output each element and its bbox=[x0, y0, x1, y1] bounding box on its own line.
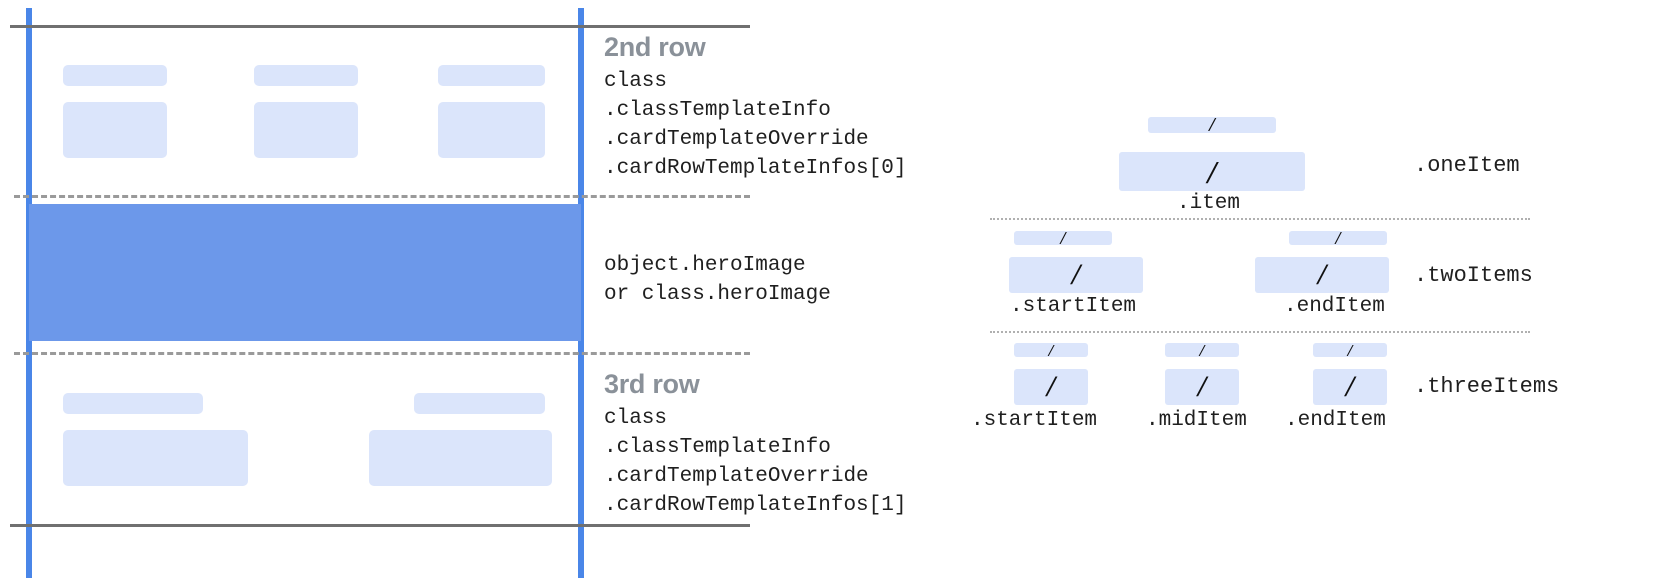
hero-image-band bbox=[29, 204, 581, 341]
three-items-end-top-bar: / bbox=[1313, 340, 1387, 360]
one-item-caption: .item bbox=[1177, 192, 1241, 215]
three-items-mid-top-slash-icon: / bbox=[1199, 340, 1205, 360]
three-items-start-top-bar: / bbox=[1014, 340, 1088, 360]
three-items-start-main-slash-icon: / bbox=[1046, 370, 1056, 403]
third-row-annotation: 3rd row class .classTemplateInfo .cardTe… bbox=[604, 369, 907, 520]
three-items-start-caption: .startItem bbox=[971, 409, 1098, 432]
one-item-row-label: .oneItem bbox=[1414, 153, 1520, 178]
card-top-rule bbox=[10, 25, 750, 28]
row-separator-bottom bbox=[14, 352, 750, 355]
two-items-end-caption: .endItem bbox=[1284, 295, 1385, 318]
two-items-start-main-box: / bbox=[1009, 257, 1143, 293]
third-row-code-line-3: .cardTemplateOverride bbox=[604, 464, 869, 488]
three-items-start-top-slash-icon: / bbox=[1048, 340, 1054, 360]
card-right-edge-guide bbox=[578, 8, 584, 578]
two-items-end-top-bar: / bbox=[1289, 228, 1387, 248]
three-items-start-main-box: / bbox=[1014, 369, 1088, 405]
one-item-main-slash-icon: / bbox=[1207, 153, 1217, 190]
third-row-code-line-2: .classTemplateInfo bbox=[604, 435, 831, 459]
third-row-code-line-1: class bbox=[604, 406, 668, 430]
cell-2-label-placeholder bbox=[254, 65, 358, 86]
three-items-end-main-slash-icon: / bbox=[1345, 370, 1355, 403]
one-item-top-slash-icon: / bbox=[1209, 114, 1215, 136]
one-item-main-box: / bbox=[1119, 152, 1305, 191]
row-separator-top bbox=[14, 195, 750, 198]
cell-2-value-placeholder bbox=[254, 102, 358, 158]
second-row-annotation: 2nd row class .classTemplateInfo .cardTe… bbox=[604, 32, 907, 183]
second-row-code-line-3: .cardTemplateOverride bbox=[604, 127, 869, 151]
three-items-mid-main-box: / bbox=[1165, 369, 1239, 405]
third-row-heading: 3rd row bbox=[604, 369, 700, 399]
two-items-end-top-slash-icon: / bbox=[1335, 228, 1341, 248]
three-items-row-label: .threeItems bbox=[1414, 374, 1560, 399]
two-items-start-caption: .startItem bbox=[1010, 295, 1137, 318]
cell-5-value-placeholder bbox=[369, 430, 552, 486]
three-items-end-main-box: / bbox=[1313, 369, 1387, 405]
second-row-heading: 2nd row bbox=[604, 32, 706, 62]
cell-3-value-placeholder bbox=[438, 102, 545, 158]
cell-3-label-placeholder bbox=[438, 65, 545, 86]
cell-1-value-placeholder bbox=[63, 102, 167, 158]
third-row-code-line-4: .cardRowTemplateInfos[1] bbox=[604, 493, 907, 517]
right-separator-1 bbox=[990, 218, 1530, 220]
three-items-mid-top-bar: / bbox=[1165, 340, 1239, 360]
two-items-start-top-bar: / bbox=[1014, 228, 1112, 248]
second-row-code-line-2: .classTemplateInfo bbox=[604, 98, 831, 122]
two-items-end-main-slash-icon: / bbox=[1317, 258, 1327, 291]
hero-image-annotation: object.heroImage or class.heroImage bbox=[604, 251, 831, 309]
cell-4-value-placeholder bbox=[63, 430, 248, 486]
hero-code-line-2: or class.heroImage bbox=[604, 283, 831, 306]
cell-5-label-placeholder bbox=[414, 393, 545, 414]
one-item-top-bar: / bbox=[1148, 114, 1276, 136]
two-items-start-main-slash-icon: / bbox=[1071, 258, 1081, 291]
cell-4-label-placeholder bbox=[63, 393, 203, 414]
two-items-row-label: .twoItems bbox=[1414, 263, 1533, 288]
two-items-start-top-slash-icon: / bbox=[1060, 228, 1066, 248]
second-row-code-line-1: class bbox=[604, 69, 668, 93]
cell-1-label-placeholder bbox=[63, 65, 167, 86]
three-items-mid-caption: .midItem bbox=[1146, 409, 1247, 432]
second-row-code-line-4: .cardRowTemplateInfos[0] bbox=[604, 156, 907, 180]
three-items-mid-main-slash-icon: / bbox=[1197, 370, 1207, 403]
card-bottom-rule bbox=[10, 524, 750, 527]
three-items-end-top-slash-icon: / bbox=[1347, 340, 1353, 360]
hero-code-line-1: object.heroImage bbox=[604, 254, 806, 277]
right-separator-2 bbox=[990, 331, 1530, 333]
two-items-end-main-box: / bbox=[1255, 257, 1389, 293]
three-items-end-caption: .endItem bbox=[1285, 409, 1386, 432]
